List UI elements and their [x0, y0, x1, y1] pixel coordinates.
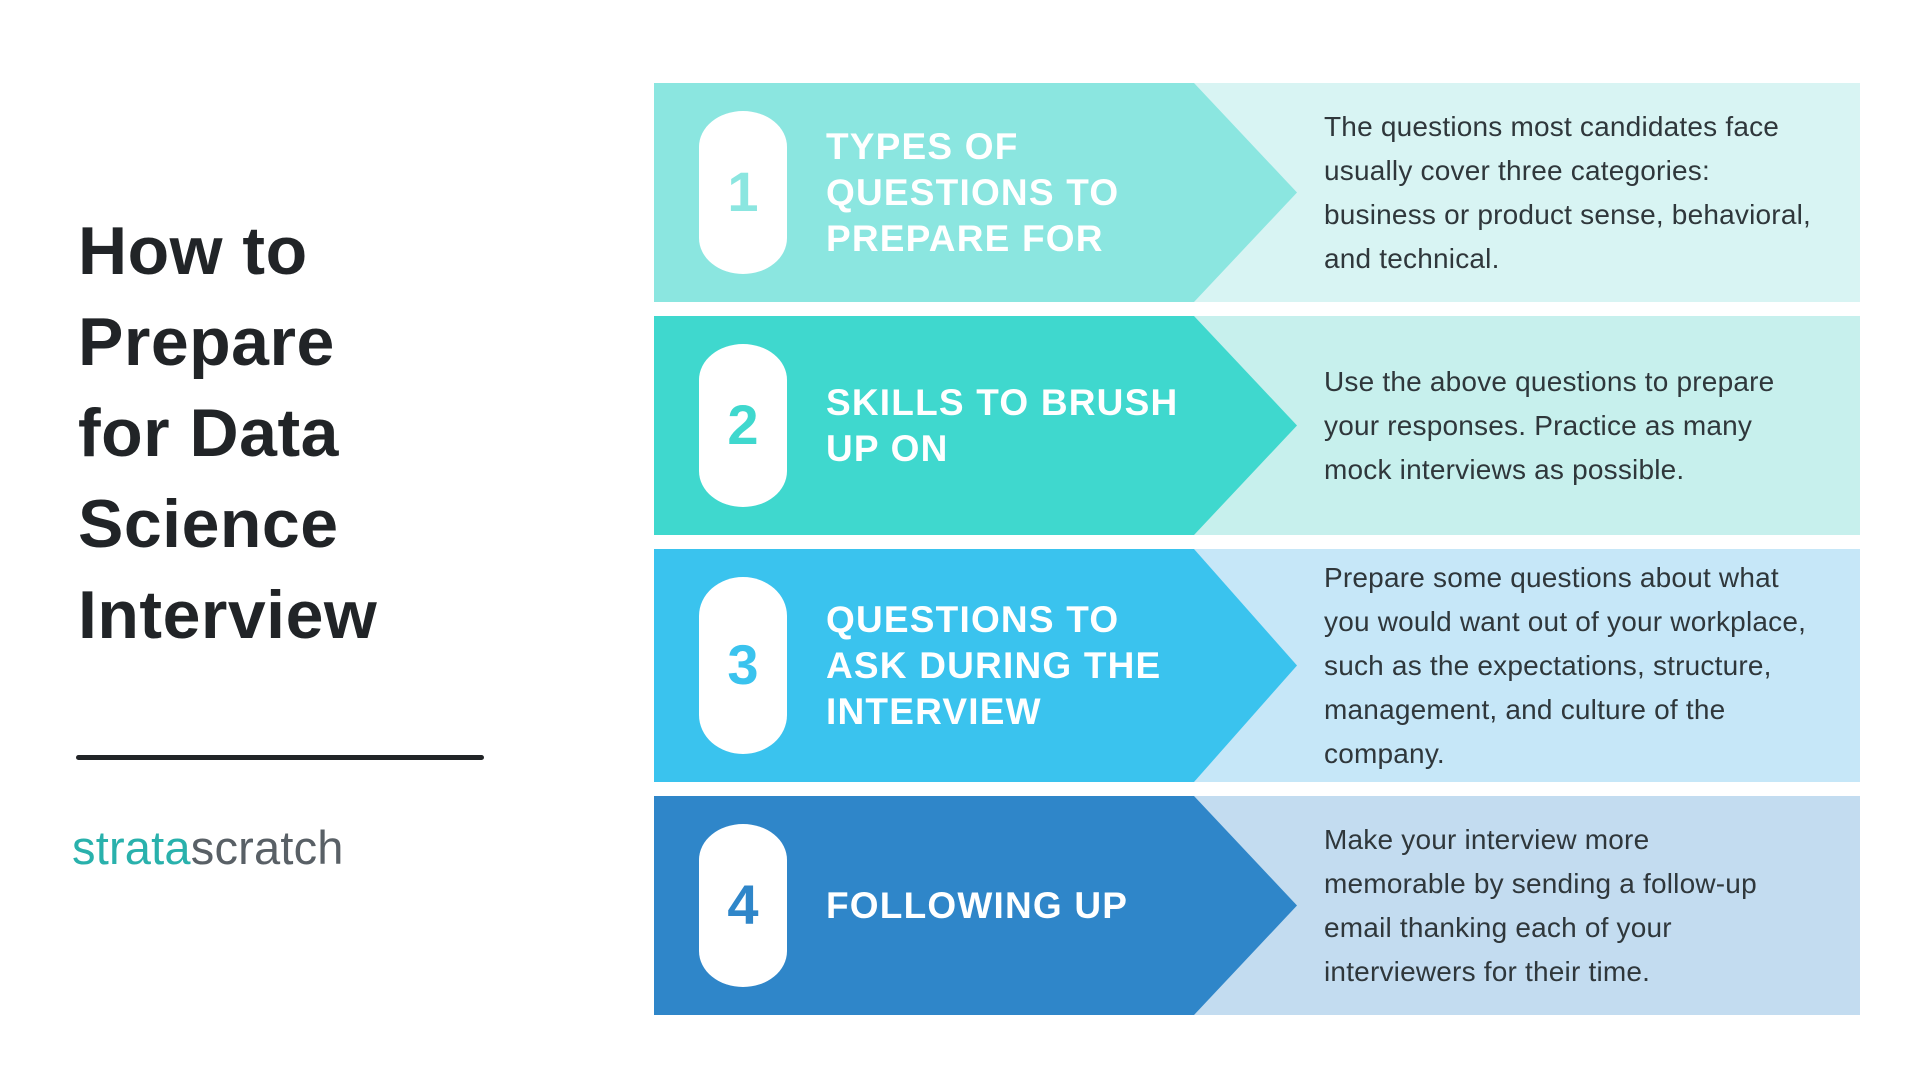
step-arrow-banner: 1 TYPES OF QUESTIONS TO PREPARE FOR — [654, 83, 1297, 302]
step-arrow-banner: 2 SKILLS TO BRUSH UP ON — [654, 316, 1297, 535]
step-number-pill: 4 — [699, 824, 787, 987]
step-number-pill: 2 — [699, 344, 787, 507]
step-heading: SKILLS TO BRUSH UP ON — [826, 381, 1179, 469]
brand-logo-part1: strata — [72, 821, 191, 874]
step-number: 3 — [727, 632, 759, 696]
brand-logo: stratascratch — [72, 820, 344, 875]
brand-logo-part2: scratch — [190, 821, 344, 874]
step-arrow-banner: 4 FOLLOWING UP — [654, 796, 1297, 1015]
step-row: 4 FOLLOWING UP Make your interview more … — [654, 796, 1860, 1015]
step-description: Make your interview more memorable by se… — [1324, 823, 1757, 987]
step-description: Prepare some questions about what you wo… — [1324, 561, 1807, 769]
step-row: 3 QUESTIONS TO ASK DURING THE INTERVIEW … — [654, 549, 1860, 782]
step-heading: QUESTIONS TO ASK DURING THE INTERVIEW — [826, 598, 1162, 732]
step-arrow-banner: 3 QUESTIONS TO ASK DURING THE INTERVIEW — [654, 549, 1297, 782]
step-row: 1 TYPES OF QUESTIONS TO PREPARE FOR The … — [654, 83, 1860, 302]
step-heading: TYPES OF QUESTIONS TO PREPARE FOR — [826, 125, 1120, 259]
step-number: 4 — [727, 872, 759, 936]
step-number: 1 — [727, 159, 759, 223]
step-heading: FOLLOWING UP — [826, 884, 1129, 926]
title-divider — [76, 755, 484, 760]
step-number-pill: 3 — [699, 577, 787, 754]
step-description: Use the above questions to prepare your … — [1324, 365, 1775, 485]
step-number-pill: 1 — [699, 111, 787, 274]
step-description: The questions most candidates face usual… — [1324, 110, 1811, 274]
step-row: 2 SKILLS TO BRUSH UP ON Use the above qu… — [654, 316, 1860, 535]
page-title: How to Prepare for Data Science Intervie… — [78, 212, 378, 653]
step-number: 2 — [727, 392, 759, 456]
